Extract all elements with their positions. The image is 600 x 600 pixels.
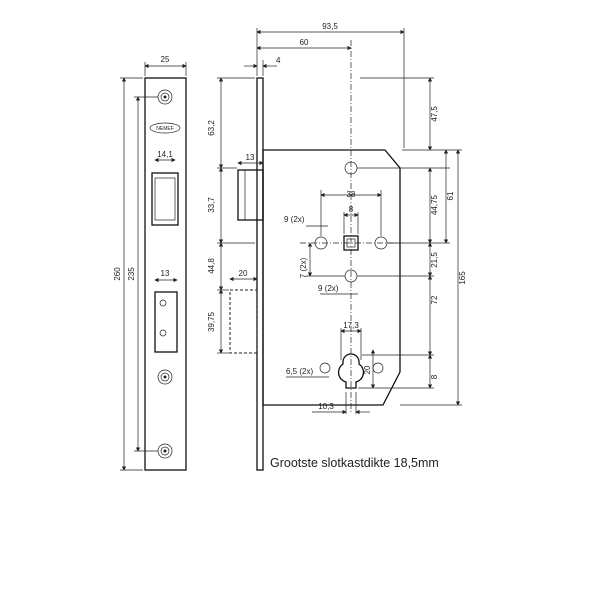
dim-center-distance: 72 bbox=[430, 295, 439, 304]
dead-bolt-projected bbox=[229, 289, 258, 354]
caption: Grootste slotkastdikte 18,5mm bbox=[270, 456, 439, 470]
dim-bolt-width: 13 bbox=[161, 269, 170, 278]
dim-screw-span: 235 bbox=[127, 267, 136, 281]
case-body bbox=[262, 149, 401, 406]
latch-opening bbox=[151, 172, 179, 226]
brand-label: NEMEF bbox=[156, 126, 174, 132]
dim-bolt-projection: 39,75 bbox=[207, 311, 216, 332]
dim-latch-width: 14,1 bbox=[157, 150, 173, 159]
dim-bolt-length: 20 bbox=[239, 269, 248, 278]
brand-badge: NEMEF bbox=[149, 122, 181, 134]
dim-44-75: 44,75 bbox=[430, 194, 439, 215]
dim-plate-thickness: 4 bbox=[276, 56, 281, 65]
lock-case-view: 93,5 60 4 63,2 33,7 44,8 39,75 13 20 47,… bbox=[207, 22, 467, 471]
screw-hole-top bbox=[157, 89, 173, 105]
front-plate-view: NEMEF 25 14,1 13 260 235 bbox=[113, 55, 187, 471]
dim-latch-height: 13 bbox=[246, 153, 255, 162]
dim-latch-offset: 33,7 bbox=[207, 197, 216, 213]
dim-165: 165 bbox=[458, 271, 467, 285]
dim-top-to-follower: 63,2 bbox=[207, 120, 216, 136]
dim-cylinder-height: 20 bbox=[363, 365, 372, 374]
dim-plate-width: 25 bbox=[161, 55, 170, 64]
dim-backset: 60 bbox=[300, 38, 309, 47]
dim-hole-9-top: 9 (2x) bbox=[284, 215, 305, 224]
dim-total-height: 260 bbox=[113, 267, 122, 281]
dim-cylinder-base: 10,3 bbox=[318, 402, 334, 411]
dim-61: 61 bbox=[446, 191, 455, 200]
latch-bolt bbox=[237, 169, 264, 221]
dim-hole-9-bottom: 9 (2x) bbox=[318, 284, 339, 293]
cylinder-screw-left bbox=[319, 362, 331, 374]
dim-spindle-square: 8 bbox=[349, 205, 354, 214]
cylinder-screw-right bbox=[372, 362, 384, 374]
dim-case-width: 93,5 bbox=[322, 22, 338, 31]
dim-cylinder-bottom: 8 bbox=[430, 374, 439, 379]
screw-hole-mid bbox=[157, 369, 173, 385]
dim-top-margin: 47,5 bbox=[430, 106, 439, 122]
dim-bolt-offset: 44,8 bbox=[207, 258, 216, 274]
bolt-opening bbox=[154, 291, 178, 353]
screw-hole-bottom bbox=[157, 443, 173, 459]
dim-21-5: 21,5 bbox=[430, 252, 439, 268]
dim-hole-6-5: 6,5 (2x) bbox=[286, 367, 313, 376]
faceplate-edge bbox=[256, 77, 264, 471]
front-plate-outline bbox=[144, 77, 187, 471]
dim-hole-7: 7 (2x) bbox=[299, 257, 308, 278]
dim-cylinder-width: 17,3 bbox=[343, 321, 359, 330]
dim-spindle-spacing: 38 bbox=[347, 190, 356, 199]
cylinder-cutout bbox=[337, 353, 365, 389]
